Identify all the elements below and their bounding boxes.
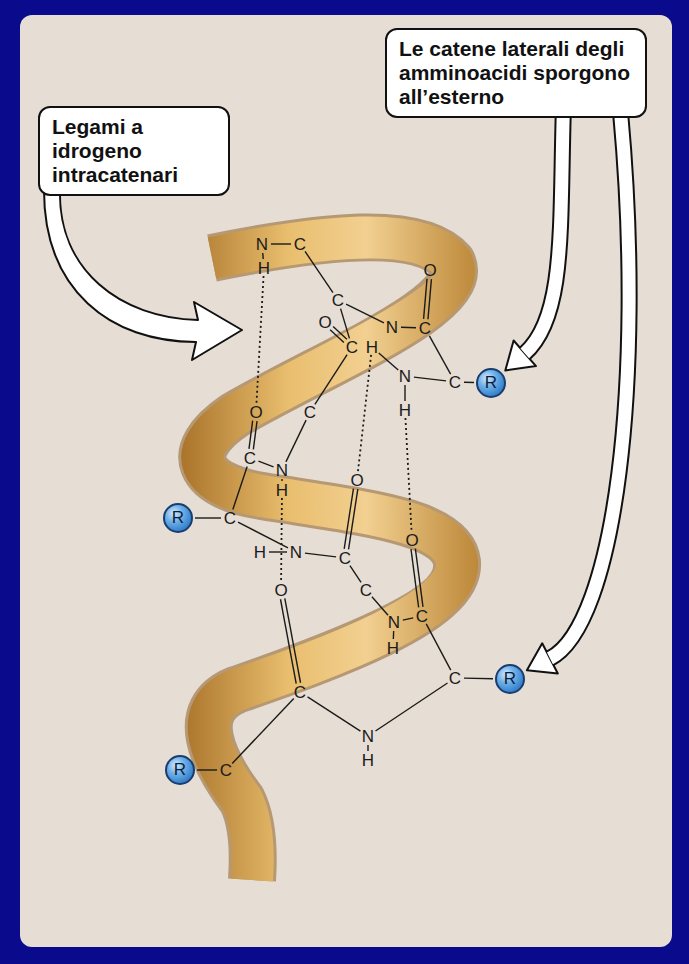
atom-label: H (254, 544, 266, 561)
covalent-bond (464, 677, 493, 679)
callout-box: Legami a idrogeno intracatenari (38, 106, 230, 196)
atom-label: C (360, 582, 372, 599)
covalent-bond (393, 631, 395, 639)
covalent-bond (305, 553, 336, 557)
atom-label: O (249, 404, 262, 421)
covalent-bond (379, 353, 398, 370)
covalent-bond (464, 382, 474, 384)
atom-label: H (366, 339, 378, 356)
atom-label: C (220, 762, 232, 779)
covalent-bond (349, 489, 358, 549)
atom-label: C (294, 684, 306, 701)
covalent-bond (280, 599, 296, 683)
covalent-bond (403, 618, 413, 620)
covalent-bond (308, 697, 361, 731)
atom-label: O (350, 472, 363, 489)
covalent-bond (271, 243, 291, 244)
side-chain-circle: R (476, 368, 506, 398)
covalent-bond (401, 327, 416, 329)
covalent-bond (195, 517, 221, 518)
side-chain-letter: R (504, 669, 516, 689)
atom-label: N (276, 462, 288, 479)
hydrogen-bond (280, 498, 283, 582)
atom-label: C (449, 374, 461, 391)
covalent-bond (269, 551, 287, 552)
atom-label: C (339, 550, 351, 567)
side-chain-circle: R (495, 664, 525, 694)
atom-label: C (332, 292, 344, 309)
atom-label: O (318, 314, 331, 331)
callout-text: Legami a idrogeno intracatenari (52, 115, 216, 187)
covalent-bond (414, 377, 446, 381)
covalent-bond (253, 421, 257, 449)
atom-label: H (362, 752, 374, 769)
atom-label: C (294, 236, 306, 253)
hydrogen-bond (405, 418, 411, 532)
atom-label: C (244, 450, 256, 467)
atom-label: H (387, 640, 399, 657)
covalent-bond (346, 304, 384, 323)
covalent-bond (285, 598, 301, 682)
covalent-bond (350, 566, 361, 583)
covalent-bond (367, 745, 368, 751)
side-chain-circle: R (165, 755, 195, 785)
atom-label: H (399, 402, 411, 419)
side-chain-letter: R (485, 373, 497, 393)
atom-label: N (386, 319, 398, 336)
atom-label: O (423, 262, 436, 279)
covalent-bond (424, 279, 427, 319)
callout-text: Le catene laterali degli amminoacidi spo… (399, 37, 633, 109)
atom-label: O (405, 532, 418, 549)
callout-box: Le catene laterali degli amminoacidi spo… (385, 28, 647, 118)
covalent-bond (262, 253, 264, 259)
hydrogen-bond (358, 355, 371, 472)
covalent-bond (404, 385, 405, 401)
covalent-bond (330, 330, 344, 343)
covalent-bond (428, 279, 431, 319)
callout-arrow (505, 115, 563, 370)
atom-label: N (362, 728, 374, 745)
covalent-bond (333, 327, 347, 340)
callout-arrow (527, 115, 629, 673)
atom-label: N (256, 236, 268, 253)
covalent-bond (375, 683, 447, 731)
covalent-bond (415, 549, 423, 607)
atom-label: C (449, 670, 461, 687)
atom-label: N (388, 614, 400, 631)
covalent-bond (315, 355, 347, 405)
covalent-bond (258, 461, 273, 467)
side-chain-letter: R (172, 508, 184, 528)
covalent-bond (232, 699, 294, 764)
covalent-bond (344, 489, 353, 549)
covalent-bond (429, 336, 450, 374)
atom-label: N (290, 544, 302, 561)
covalent-bond (197, 769, 217, 770)
covalent-bond (249, 421, 253, 449)
covalent-bond (233, 467, 247, 510)
atom-label: N (399, 368, 411, 385)
side-chain-circle: R (163, 503, 193, 533)
hydrogen-bond (256, 276, 263, 404)
covalent-bond (286, 420, 306, 462)
atom-label: C (224, 510, 236, 527)
atom-label: C (416, 608, 428, 625)
atom-label: O (274, 582, 287, 599)
atom-label: C (346, 339, 358, 356)
atom-label: C (419, 320, 431, 337)
atom-label: H (258, 260, 270, 277)
atom-label: C (304, 404, 316, 421)
covalent-bond (372, 597, 388, 615)
side-chain-letter: R (174, 760, 186, 780)
atom-label: H (276, 482, 288, 499)
covalent-bond (426, 624, 451, 670)
covalent-bond (411, 549, 419, 607)
covalent-bond (305, 251, 333, 292)
